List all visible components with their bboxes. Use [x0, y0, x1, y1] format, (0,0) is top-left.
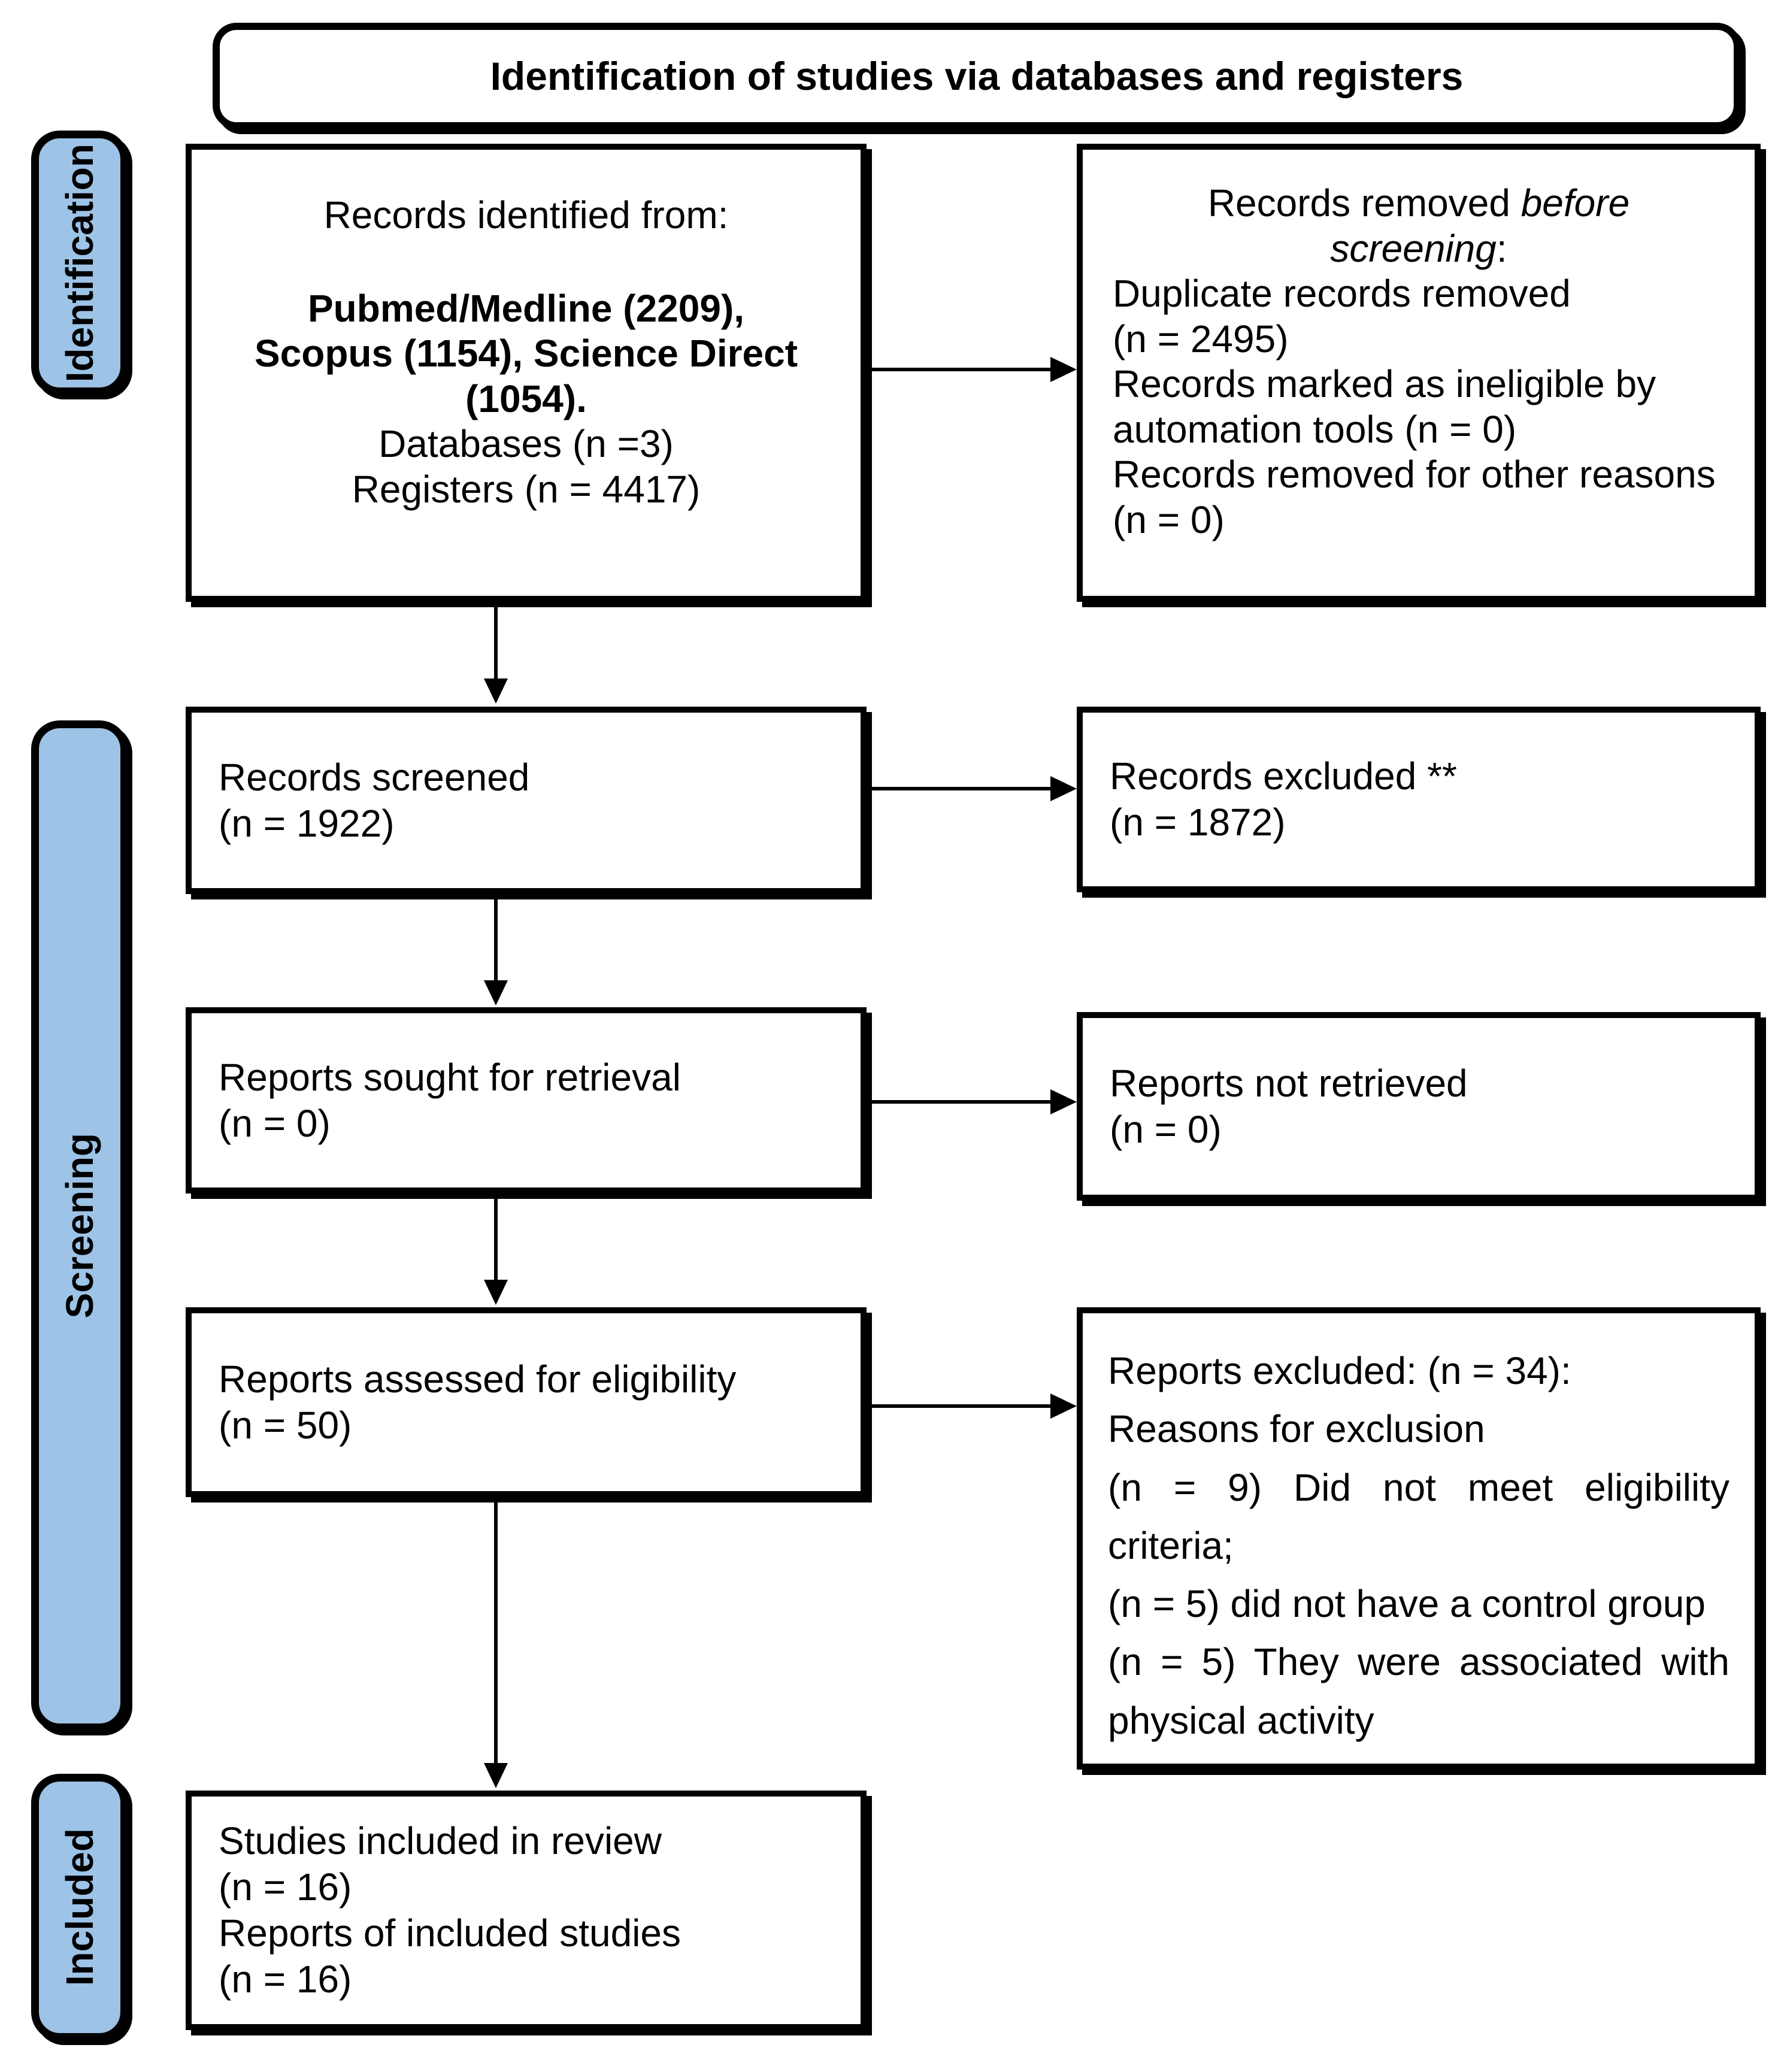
reports-excluded-line: (n = 5) They were associated with physic… [1108, 1640, 1729, 1742]
records-removed-item-count: (n = 2495) [1113, 317, 1289, 361]
reports-excluded-line: Reports excluded: (n = 34): [1108, 1349, 1571, 1392]
reports-not-retrieved-count: (n = 0) [1110, 1107, 1222, 1151]
arrow-shaft [868, 787, 1052, 790]
studies-included-line: (n = 16) [219, 1865, 352, 1909]
arrow-shaft [868, 1100, 1052, 1104]
arrow-head-down-icon [484, 678, 508, 704]
arrow-head-down-icon [484, 980, 508, 1005]
studies-included-line: (n = 16) [219, 1957, 352, 2001]
arrow-down-sought-to-assessed [484, 1193, 508, 1305]
studies-included-line: Reports of included studies [219, 1912, 681, 1955]
records-removed-heading-italic: before screening [1330, 181, 1630, 270]
reports-excluded-line: (n = 5) did not have a control group [1108, 1582, 1706, 1626]
sidebar-phase-included-label: Included [58, 1828, 101, 1986]
records-removed-item: Duplicate records removed(n = 2495) [1113, 271, 1725, 362]
sidebar-phase-screening: Screening [31, 720, 128, 1731]
box-records-excluded: Records excluded ** (n = 1872) [1077, 707, 1761, 892]
arrow-right-assessed-to-excluded [868, 1394, 1077, 1419]
sidebar-phase-identification-label: Identification [58, 143, 101, 383]
records-identified-registers: Registers (n = 4417) [352, 467, 701, 511]
arrow-head-right-icon [1050, 776, 1077, 801]
box-reports-excluded-reasons: Reports excluded: (n = 34): Reasons for … [1077, 1307, 1761, 1770]
records-identified-source-line: (1054). [465, 377, 587, 420]
arrow-head-down-icon [484, 1763, 508, 1788]
records-identified-databases: Databases (n =3) [378, 422, 674, 466]
reports-excluded-line: Reasons for exclusion [1108, 1407, 1485, 1451]
records-removed-heading-suffix: : [1496, 226, 1507, 270]
arrow-shaft [868, 1404, 1052, 1408]
studies-included-line: Studies included in review [219, 1819, 662, 1863]
arrow-shaft [494, 1497, 498, 1763]
records-identified-source-line: Scopus (1154), Science Direct [254, 332, 798, 375]
reports-sought-label: Reports sought for retrieval [219, 1055, 681, 1099]
arrow-right-screened-to-excluded [868, 776, 1077, 801]
records-excluded-count: (n = 1872) [1110, 801, 1286, 844]
arrow-down-screened-to-sought [484, 894, 508, 1005]
sidebar-phase-included: Included [31, 1774, 128, 2041]
box-reports-assessed-for-eligibility: Reports assessed for eligibility (n = 50… [186, 1307, 867, 1497]
sidebar-phase-screening-label: Screening [58, 1133, 101, 1319]
sidebar-phase-identification: Identification [31, 131, 128, 395]
records-excluded-label: Records excluded ** [1110, 755, 1457, 798]
records-removed-heading: Records removed before screening: [1143, 181, 1694, 271]
box-records-identified: Records identified from: Pubmed/Medline … [186, 144, 867, 602]
reports-sought-count: (n = 0) [219, 1101, 331, 1145]
arrow-down-assessed-to-included [484, 1497, 508, 1788]
arrow-down-identified-to-screened [484, 602, 508, 704]
reports-excluded-line: (n = 9) Did not meet eligibility criteri… [1108, 1465, 1729, 1567]
records-removed-item-text: Records marked as ineligible by automati… [1113, 362, 1656, 451]
arrow-shaft [494, 1193, 498, 1280]
records-removed-heading-prefix: Records removed [1207, 181, 1521, 225]
box-records-removed-before-screening: Records removed before screening: Duplic… [1077, 144, 1761, 602]
arrow-head-down-icon [484, 1280, 508, 1305]
reports-assessed-label: Reports assessed for eligibility [219, 1357, 737, 1401]
arrow-head-right-icon [1050, 1089, 1077, 1114]
diagram-title: Identification of studies via databases … [490, 54, 1464, 98]
reports-not-retrieved-label: Reports not retrieved [1110, 1061, 1468, 1105]
records-identified-source-line: Pubmed/Medline (2209), [307, 286, 745, 330]
arrow-shaft [494, 894, 498, 980]
arrow-shaft [868, 368, 1052, 371]
box-reports-sought-for-retrieval: Reports sought for retrieval (n = 0) [186, 1007, 867, 1193]
records-removed-item: Records removed for other reasons(n = 0) [1113, 452, 1725, 543]
reports-assessed-count: (n = 50) [219, 1403, 352, 1447]
records-identified-intro: Records identified from: [323, 193, 729, 237]
arrow-right-identified-to-removed [868, 357, 1077, 382]
records-removed-item-text: Records removed for other reasons [1113, 453, 1716, 496]
arrow-head-right-icon [1050, 357, 1077, 382]
diagram-title-box: Identification of studies via databases … [213, 23, 1741, 129]
box-records-screened: Records screened (n = 1922) [186, 707, 867, 894]
records-removed-item-count: (n = 0) [1404, 407, 1517, 451]
records-removed-item-text: Duplicate records removed [1113, 272, 1571, 316]
arrow-head-right-icon [1050, 1394, 1077, 1419]
records-removed-item: Records marked as ineligible by automati… [1113, 362, 1725, 452]
records-screened-label: Records screened [219, 755, 530, 799]
box-reports-not-retrieved: Reports not retrieved (n = 0) [1077, 1012, 1761, 1201]
records-removed-item-count: (n = 0) [1113, 498, 1225, 541]
records-screened-count: (n = 1922) [219, 801, 395, 845]
box-studies-included: Studies included in review (n = 16) Repo… [186, 1791, 867, 2030]
arrow-shaft [494, 602, 498, 678]
arrow-right-sought-to-not-retrieved [868, 1089, 1077, 1114]
